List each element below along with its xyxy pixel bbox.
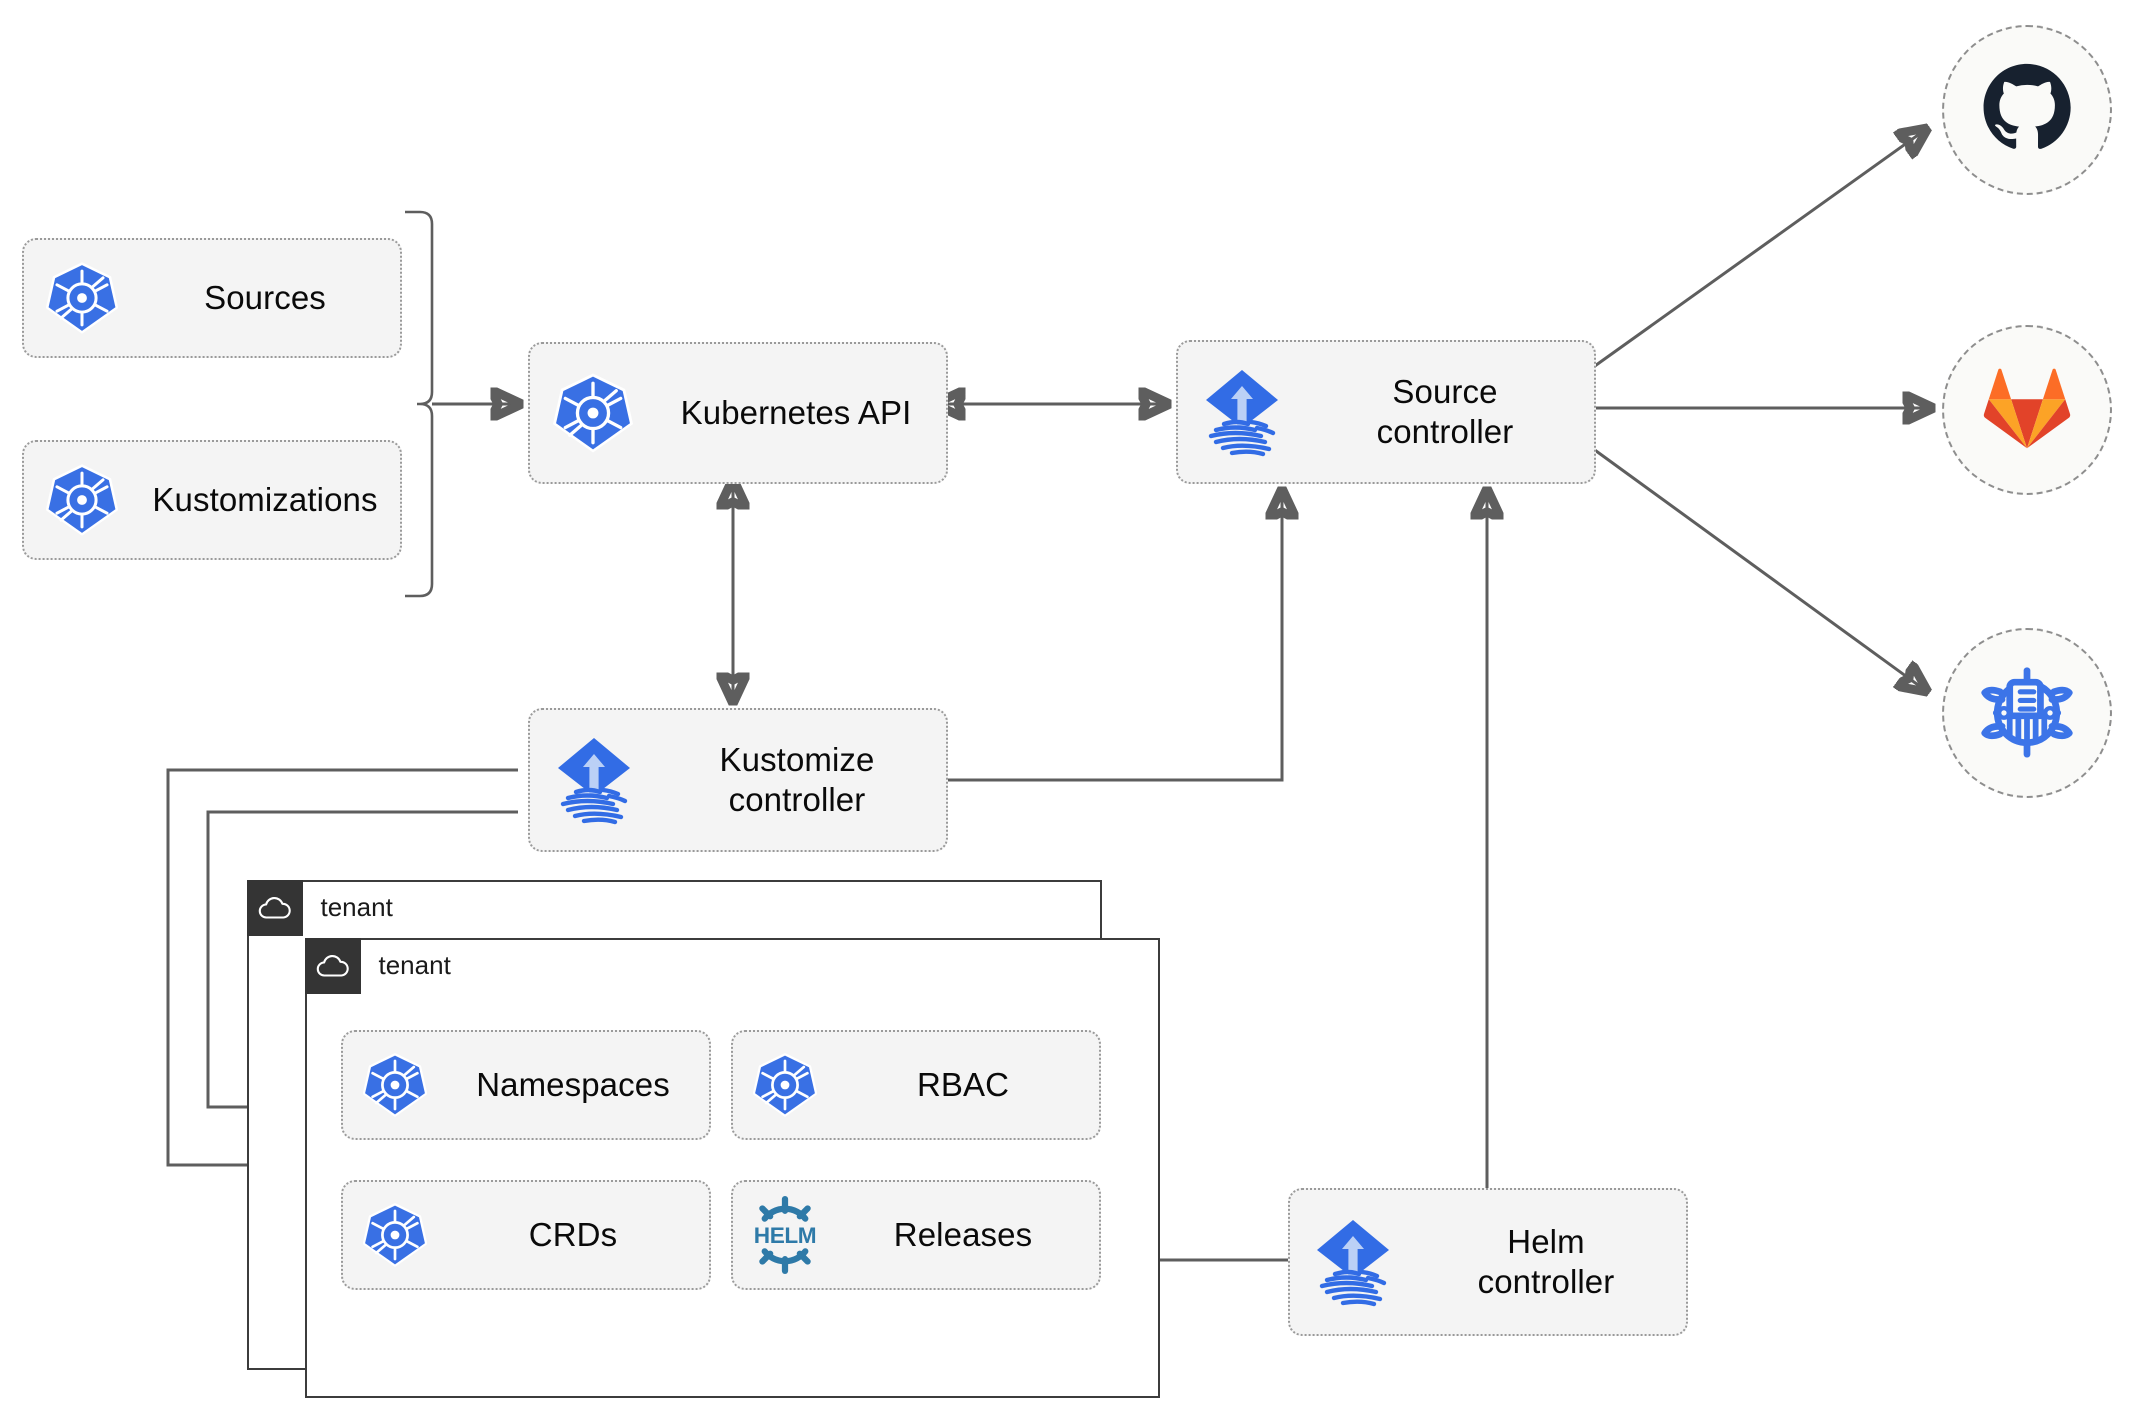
provider-helm-repository[interactable]	[1942, 628, 2112, 798]
node-sources[interactable]: Sources	[22, 238, 402, 358]
helm-repository-icon	[1979, 663, 2075, 764]
node-label: Kustomize controller	[658, 740, 946, 821]
node-label-line2: controller	[1477, 1263, 1615, 1300]
node-label: Kustomizations	[152, 480, 378, 518]
flux-icon	[1178, 366, 1306, 458]
node-label: RBAC	[916, 1065, 1010, 1103]
kubernetes-icon	[733, 1051, 837, 1119]
tenant-frame-front[interactable]: tenant	[304, 937, 1160, 1398]
kubernetes-icon	[343, 1201, 447, 1269]
node-label: Helm controller	[1416, 1222, 1686, 1303]
node-label-line1: Kustomize	[719, 740, 875, 778]
node-helm-controller[interactable]: Helm controller	[1288, 1188, 1688, 1336]
kubernetes-icon	[24, 462, 140, 538]
node-kustomizations[interactable]: Kustomizations	[22, 440, 402, 560]
node-releases[interactable]: HELM Releases	[731, 1180, 1101, 1290]
helm-icon: HELM	[733, 1196, 837, 1274]
node-crds[interactable]: CRDs	[341, 1180, 711, 1290]
node-source-controller[interactable]: Source controller	[1176, 340, 1596, 484]
tenant-label: tenant	[320, 892, 393, 922]
provider-gitlab[interactable]	[1942, 325, 2112, 495]
node-label: Namespaces	[476, 1065, 670, 1103]
node-label-line2: controller	[1376, 413, 1514, 450]
node-kubernetes-api[interactable]: Kubernetes API	[528, 342, 948, 484]
gitlab-icon	[1983, 366, 2071, 455]
provider-github[interactable]	[1942, 25, 2112, 195]
node-label: CRDs	[528, 1215, 618, 1253]
tenant-titlebar: tenant	[304, 937, 451, 994]
node-label-line1: Source	[1392, 372, 1498, 410]
kubernetes-icon	[343, 1051, 447, 1119]
tenant-label: tenant	[378, 950, 451, 980]
node-label-line2: controller	[728, 781, 866, 818]
flux-icon	[1290, 1216, 1416, 1308]
svg-text:HELM: HELM	[754, 1223, 817, 1248]
node-namespaces[interactable]: Namespaces	[341, 1030, 711, 1140]
node-label: Kubernetes API	[680, 393, 912, 431]
cloud-icon	[304, 937, 361, 994]
kubernetes-icon	[24, 260, 140, 336]
node-label: Releases	[893, 1215, 1033, 1253]
kubernetes-icon	[530, 371, 656, 455]
node-label: Sources	[204, 278, 326, 316]
github-icon	[1981, 62, 2073, 159]
node-label-line1: Helm	[1507, 1222, 1585, 1260]
cloud-icon	[246, 879, 303, 936]
node-rbac[interactable]: RBAC	[731, 1030, 1101, 1140]
tenant-titlebar: tenant	[246, 879, 393, 936]
node-label: Source controller	[1306, 372, 1594, 453]
flux-icon	[530, 734, 658, 826]
node-kustomize-controller[interactable]: Kustomize controller	[528, 708, 948, 852]
